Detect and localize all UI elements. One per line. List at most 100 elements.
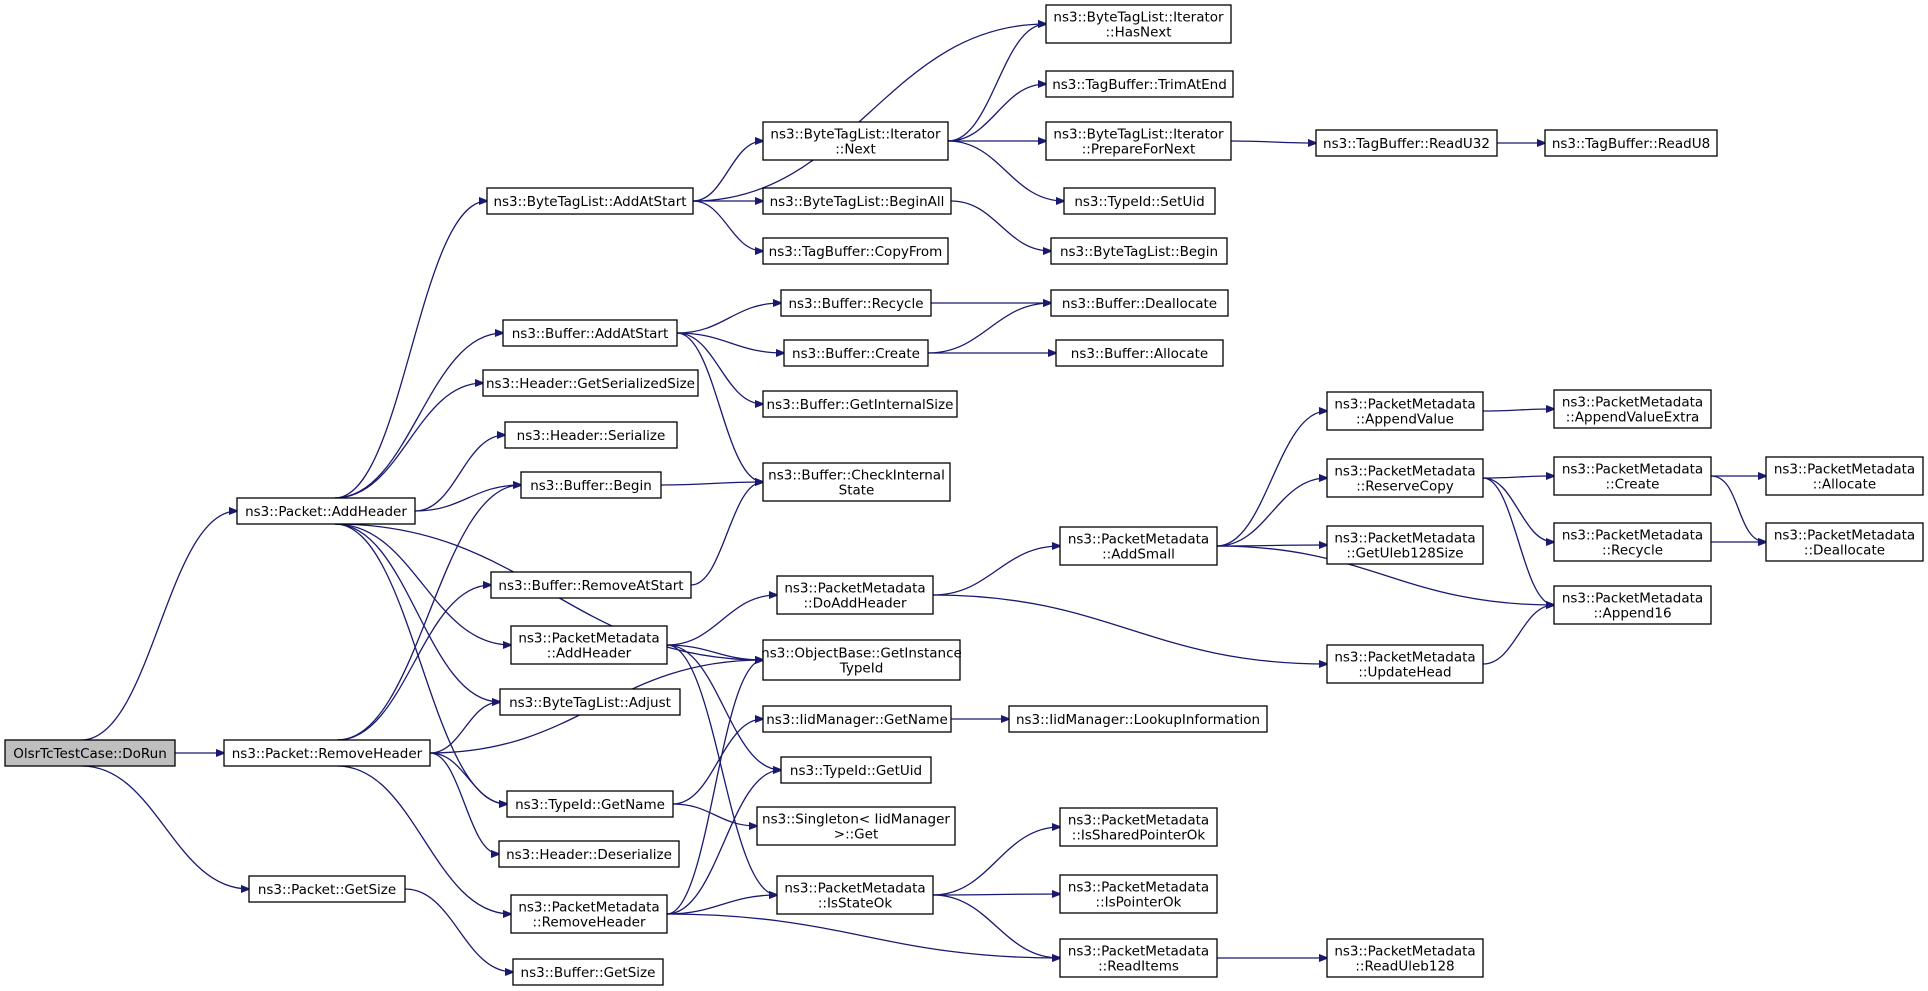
node-pm-read-items[interactable]: ns3::PacketMetadata::ReadItems <box>1059 938 1218 978</box>
node-label: ns3::ByteTagList::AddAtStart <box>493 194 686 210</box>
node-label: ns3::Packet::RemoveHeader <box>232 746 423 762</box>
node-tb-read-u8[interactable]: ns3::TagBuffer::ReadU8 <box>1544 129 1718 157</box>
node-label: ns3::TagBuffer::CopyFrom <box>769 244 943 260</box>
node-label: ns3::Buffer::Create <box>792 346 920 362</box>
node-label: ::DoAddHeader <box>803 596 906 612</box>
edge-buf-add-at-start-to-buf-recycle <box>676 303 781 334</box>
node-box <box>762 237 949 265</box>
node-label: ::IsStateOk <box>818 896 892 912</box>
node-buf-add-at-start[interactable]: ns3::Buffer::AddAtStart <box>502 319 678 347</box>
node-box <box>1765 522 1924 562</box>
node-label: ::Allocate <box>1813 477 1876 493</box>
node-tb-read-u32[interactable]: ns3::TagBuffer::ReadU32 <box>1315 129 1498 157</box>
node-tid-set-uid[interactable]: ns3::TypeId::SetUid <box>1063 187 1216 215</box>
node-box <box>1059 526 1218 566</box>
node-buf-get-size[interactable]: ns3::Buffer::GetSize <box>512 958 664 986</box>
node-singleton-get[interactable]: ns3::Singleton< IidManager>::Get <box>756 806 956 846</box>
node-buf-create[interactable]: ns3::Buffer::Create <box>783 339 929 367</box>
node-box <box>502 319 678 347</box>
node-buf-recycle[interactable]: ns3::Buffer::Recycle <box>780 289 932 317</box>
node-box <box>762 462 951 502</box>
node-label: ns3::PacketMetadata <box>1334 944 1475 960</box>
edge-btl-add-at-start-to-btli-next <box>692 141 763 202</box>
node-pm-add-header[interactable]: ns3::PacketMetadata::AddHeader <box>510 625 668 665</box>
edge-btl-add-at-start-to-tb-copy-from <box>692 200 763 251</box>
edge-pm-is-state-ok-to-pm-is-shared-pointer-ok <box>932 827 1060 896</box>
node-pm-is-state-ok[interactable]: ns3::PacketMetadata::IsStateOk <box>776 875 934 915</box>
node-tb-trim-at-end[interactable]: ns3::TagBuffer::TrimAtEnd <box>1045 70 1234 98</box>
node-do-run[interactable]: OlsrTcTestCase::DoRun <box>4 739 176 767</box>
node-pm-get-uleb128-size[interactable]: ns3::PacketMetadata::GetUleb128Size <box>1326 525 1484 565</box>
node-pm-recycle[interactable]: ns3::PacketMetadata::Recycle <box>1553 522 1712 562</box>
edge-pm-add-header-to-tid-get-uid <box>666 644 781 770</box>
node-pm-allocate[interactable]: ns3::PacketMetadata::Allocate <box>1765 456 1924 496</box>
edge-pm-update-head-to-pm-append16 <box>1482 605 1554 665</box>
node-tid-get-uid[interactable]: ns3::TypeId::GetUid <box>780 756 932 784</box>
node-btl-add-at-start[interactable]: ns3::ByteTagList::AddAtStart <box>486 187 694 215</box>
node-btl-begin-all[interactable]: ns3::ByteTagList::BeginAll <box>762 187 952 215</box>
node-pm-do-add-header[interactable]: ns3::PacketMetadata::DoAddHeader <box>776 575 934 615</box>
edge-pm-add-header-to-pm-is-state-ok <box>666 644 777 895</box>
node-buf-get-internal-size[interactable]: ns3::Buffer::GetInternalSize <box>762 390 958 418</box>
node-pm-append16[interactable]: ns3::PacketMetadata::Append16 <box>1553 585 1712 625</box>
node-btli-prepare-for-next[interactable]: ns3::ByteTagList::Iterator::PrepareForNe… <box>1045 121 1232 161</box>
node-label: ::Create <box>1606 477 1660 493</box>
node-btl-adjust[interactable]: ns3::ByteTagList::Adjust <box>499 688 681 716</box>
node-buf-remove-at-start[interactable]: ns3::Buffer::RemoveAtStart <box>490 571 692 599</box>
node-pkt-add-header[interactable]: ns3::Packet::AddHeader <box>236 497 416 525</box>
node-btl-begin[interactable]: ns3::ByteTagList::Begin <box>1050 237 1228 265</box>
node-box <box>1008 705 1268 733</box>
node-tb-copy-from[interactable]: ns3::TagBuffer::CopyFrom <box>762 237 949 265</box>
node-label: ::Recycle <box>1602 543 1663 559</box>
node-buf-begin[interactable]: ns3::Buffer::Begin <box>520 471 662 499</box>
node-label: ns3::PacketMetadata <box>784 881 925 897</box>
node-box <box>1553 389 1712 429</box>
node-box <box>486 187 694 215</box>
node-btli-next[interactable]: ns3::ByteTagList::Iterator::Next <box>762 121 949 161</box>
node-label: ns3::TagBuffer::ReadU32 <box>1323 136 1490 152</box>
node-pm-add-small[interactable]: ns3::PacketMetadata::AddSmall <box>1059 526 1218 566</box>
node-buf-deallocate[interactable]: ns3::Buffer::Deallocate <box>1050 289 1229 317</box>
node-box <box>506 790 674 818</box>
node-pkt-remove-header[interactable]: ns3::Packet::RemoveHeader <box>223 739 431 767</box>
edge-pm-do-add-header-to-pm-add-small <box>932 546 1060 596</box>
node-label: ::Next <box>835 142 876 158</box>
node-pm-update-head[interactable]: ns3::PacketMetadata::UpdateHead <box>1326 644 1484 684</box>
node-pm-append-value-extra[interactable]: ns3::PacketMetadata::AppendValueExtra <box>1553 389 1712 429</box>
node-pkt-get-size[interactable]: ns3::Packet::GetSize <box>248 875 406 903</box>
node-label: ns3::ByteTagList::Iterator <box>1053 127 1224 143</box>
node-pm-create[interactable]: ns3::PacketMetadata::Create <box>1553 456 1712 496</box>
node-btli-has-next[interactable]: ns3::ByteTagList::Iterator::HasNext <box>1045 4 1232 44</box>
node-box <box>1544 129 1718 157</box>
node-label: ns3::PacketMetadata <box>784 581 925 597</box>
node-box <box>1765 456 1924 496</box>
node-pm-deallocate[interactable]: ns3::PacketMetadata::Deallocate <box>1765 522 1924 562</box>
node-pm-remove-header[interactable]: ns3::PacketMetadata::RemoveHeader <box>510 894 668 934</box>
node-pm-is-shared-pointer-ok[interactable]: ns3::PacketMetadata::IsSharedPointerOk <box>1059 807 1218 847</box>
node-box <box>776 575 934 615</box>
node-pm-reserve-copy[interactable]: ns3::PacketMetadata::ReserveCopy <box>1326 458 1484 498</box>
edge-do-run-to-pkt-get-size <box>81 765 250 889</box>
node-pm-append-value[interactable]: ns3::PacketMetadata::AppendValue <box>1326 391 1484 431</box>
edge-tid-get-name-to-iid-get-name <box>672 719 763 805</box>
node-pm-is-pointer-ok[interactable]: ns3::PacketMetadata::IsPointerOk <box>1059 874 1218 914</box>
node-label: ns3::Packet::AddHeader <box>245 504 407 520</box>
node-label: ::RemoveHeader <box>532 915 645 931</box>
node-iid-get-name[interactable]: ns3::IidManager::GetName <box>762 705 952 733</box>
node-buf-allocate[interactable]: ns3::Buffer::Allocate <box>1055 339 1224 367</box>
node-hdr-serialize[interactable]: ns3::Header::Serialize <box>504 421 678 449</box>
node-label: ns3::PacketMetadata <box>1068 532 1209 548</box>
node-label: ns3::PacketMetadata <box>1068 813 1209 829</box>
node-hdr-get-serialized-size[interactable]: ns3::Header::GetSerializedSize <box>482 369 699 397</box>
edge-pm-reserve-copy-to-pm-create <box>1482 476 1554 478</box>
edge-btli-next-to-tid-set-uid <box>947 140 1064 201</box>
node-tid-get-name[interactable]: ns3::TypeId::GetName <box>506 790 674 818</box>
edge-pm-add-header-to-pm-do-add-header <box>666 595 777 646</box>
edge-pkt-add-header-to-buf-begin <box>414 485 521 512</box>
node-iid-lookup-information[interactable]: ns3::IidManager::LookupInformation <box>1008 705 1268 733</box>
node-pm-read-uleb128[interactable]: ns3::PacketMetadata::ReadUleb128 <box>1326 938 1484 978</box>
node-hdr-deserialize[interactable]: ns3::Header::Deserialize <box>498 840 680 868</box>
node-box <box>520 471 662 499</box>
